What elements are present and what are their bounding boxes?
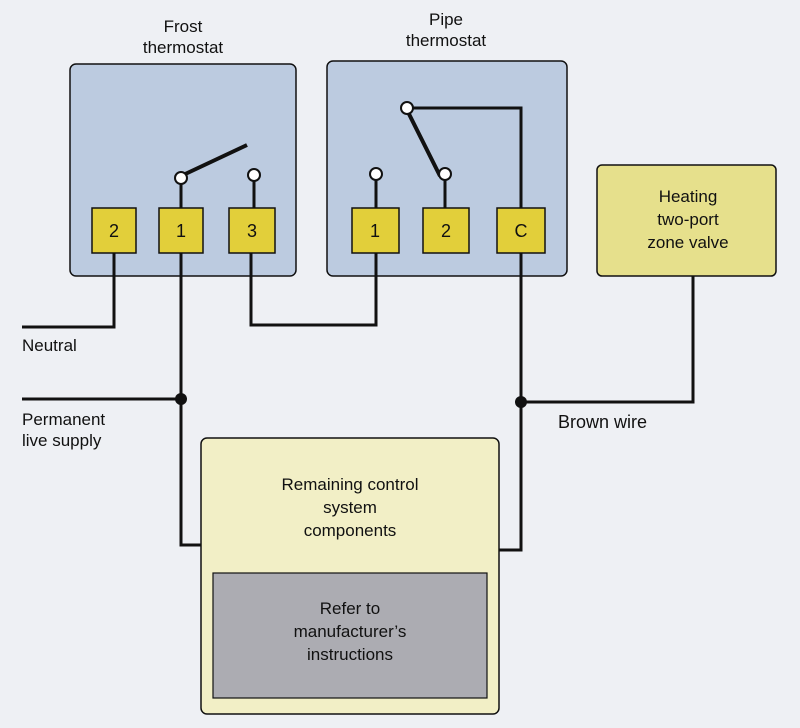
pipe-thermostat-title-2: thermostat xyxy=(406,31,487,50)
pipe-c-wire xyxy=(499,253,523,552)
pipe-terminal-1: 1 xyxy=(351,207,400,254)
wires xyxy=(22,106,695,552)
neutral-label: Neutral xyxy=(22,336,77,355)
svg-text:2: 2 xyxy=(109,221,119,241)
svg-text:C: C xyxy=(515,221,528,241)
pipe-contact-1 xyxy=(369,167,383,181)
manufacturer-label-3: instructions xyxy=(307,645,393,664)
live-supply-label-1: Permanent xyxy=(22,410,105,429)
frost-3-to-pipe-1-wire xyxy=(249,253,378,327)
brown-wire xyxy=(521,276,695,404)
svg-text:1: 1 xyxy=(370,221,380,241)
frost-contact-3 xyxy=(247,168,261,182)
manufacturer-label-1: Refer to xyxy=(320,599,380,618)
frost-terminal-1-wire xyxy=(179,253,201,547)
zone-valve-label-2: two-port xyxy=(657,210,719,229)
frost-switch-lever xyxy=(180,143,248,178)
pipe-contact-top xyxy=(400,101,414,115)
pipe-terminal-c: C xyxy=(496,207,546,254)
zone-valve-label-3: zone valve xyxy=(647,233,728,252)
zone-valve-label-1: Heating xyxy=(659,187,718,206)
pipe-contact-2 xyxy=(438,167,452,181)
pipe-terminal-2: 2 xyxy=(422,207,470,254)
svg-text:1: 1 xyxy=(176,221,186,241)
zone-valve-box xyxy=(596,164,777,277)
svg-text:2: 2 xyxy=(441,221,451,241)
manufacturer-label-2: manufacturer’s xyxy=(294,622,407,641)
frost-terminal-1: 1 xyxy=(158,207,204,254)
frost-contact-1 xyxy=(174,171,188,185)
pipe-switch-lever xyxy=(405,109,442,177)
frost-thermostat-title-2: thermostat xyxy=(143,38,224,57)
neutral-wire xyxy=(22,253,116,329)
frost-terminal-3: 3 xyxy=(228,207,276,254)
svg-text:3: 3 xyxy=(247,221,257,241)
live-junction-dot xyxy=(175,393,187,405)
control-components-label-2: system xyxy=(323,498,377,517)
control-components-label-3: components xyxy=(304,521,397,540)
frost-switch xyxy=(174,143,261,208)
frost-terminal-2: 2 xyxy=(91,207,137,254)
brown-wire-label: Brown wire xyxy=(558,412,647,432)
live-supply-label-2: live supply xyxy=(22,431,102,450)
brown-junction-dot xyxy=(515,396,527,408)
pipe-thermostat-title-1: Pipe xyxy=(429,10,463,29)
frost-thermostat-title-1: Frost xyxy=(164,17,203,36)
manufacturer-instructions-box xyxy=(212,572,488,699)
pipe-c-internal-wire xyxy=(407,106,523,208)
pipe-switch xyxy=(369,101,452,208)
control-components-label-1: Remaining control xyxy=(281,475,418,494)
